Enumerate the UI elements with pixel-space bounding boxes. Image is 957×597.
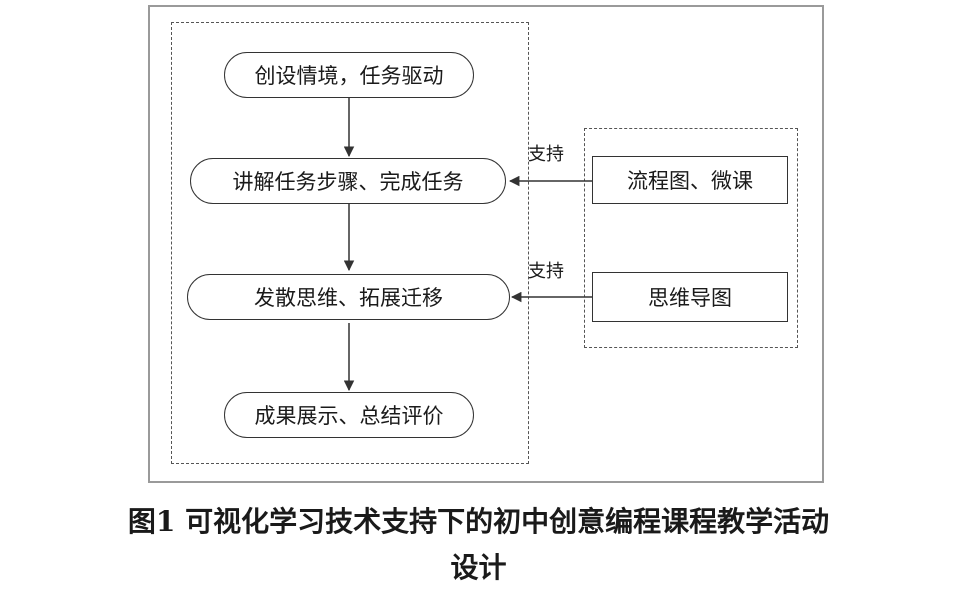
activity-flow-group (171, 22, 529, 464)
figure-caption-line-1: 图1 可视化学习技术支持下的初中创意编程课程教学活动 (0, 500, 957, 540)
figure-number: 图1 (127, 505, 176, 538)
support-tools-group (584, 128, 798, 348)
figure-caption-line-2: 设计 (450, 551, 507, 584)
flow-step-2: 讲解任务步骤、完成任务 (190, 158, 506, 204)
support-tool-flowchart: 流程图、微课 (592, 156, 788, 204)
flow-step-4: 成果展示、总结评价 (224, 392, 474, 438)
support-tool-mindmap: 思维导图 (592, 272, 788, 322)
figure-title: 可视化学习技术支持下的初中创意编程课程教学活动 (185, 505, 830, 538)
support-label-1: 支持 (528, 144, 564, 165)
flow-step-3: 发散思维、拓展迁移 (187, 274, 510, 320)
support-label-2: 支持 (528, 261, 564, 282)
figure-frame (148, 5, 824, 483)
flow-step-1: 创设情境，任务驱动 (224, 52, 474, 98)
